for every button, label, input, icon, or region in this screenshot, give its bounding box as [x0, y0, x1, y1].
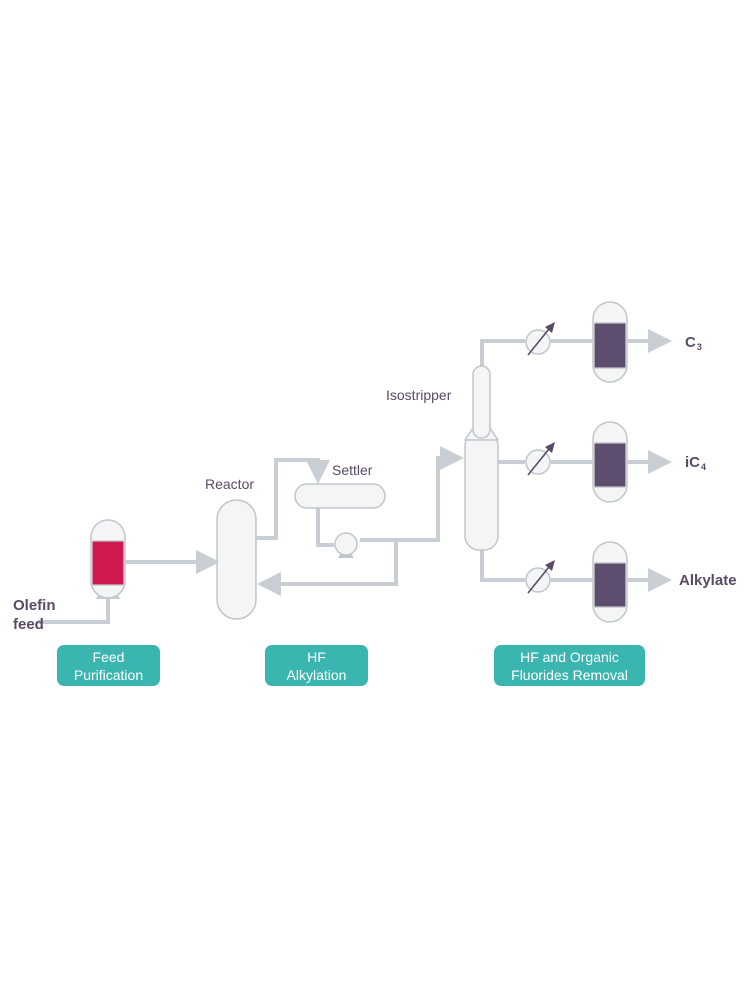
reactor-label: Reactor: [205, 476, 255, 492]
product-c3-subscript: 3: [696, 342, 702, 352]
settler-vessel: [294, 483, 386, 509]
isostripper-label: Isostripper: [386, 387, 452, 403]
olefin-feed-line-2: feed: [13, 616, 44, 633]
settler-label: Settler: [332, 462, 373, 478]
section-hf-alkylation-line-2: Alkylation: [286, 666, 347, 683]
section-hf-organic-fluorides-removal-line-1: HF and Organic: [520, 648, 619, 665]
settler-to-pump-line: [316, 508, 334, 547]
section-hf-organic-fluorides-removal: HF and Organic Fluorides Removal: [494, 645, 645, 686]
product-c3-main: C: [685, 334, 696, 351]
isostripper-column: [464, 365, 499, 551]
pump-discharge-line: [360, 446, 464, 542]
product-alkylate-label: Alkylate: [679, 571, 737, 590]
acid-recycle-line: [257, 540, 398, 596]
section-hf-alkylation: HF Alkylation: [265, 645, 368, 686]
heat-exchanger-alkylate: [525, 560, 555, 594]
section-feed-purification-line-1: Feed: [92, 648, 125, 665]
feed-purification-vessel: [90, 519, 126, 599]
product-alkylate-main: Alkylate: [679, 572, 737, 589]
product-ic4-label: iC4: [685, 453, 706, 477]
product-ic4-main: iC: [685, 454, 700, 471]
pump: [334, 532, 358, 558]
alkylate-treater-vessel: [592, 541, 628, 623]
reactor-vessel: [216, 499, 257, 620]
ic4-treater-vessel: [592, 421, 628, 503]
isostripper-bottoms-line: [480, 548, 525, 582]
section-hf-organic-fluorides-removal-line-2: Fluorides Removal: [511, 666, 628, 683]
olefin-feed-label: Olefin feed: [13, 596, 56, 634]
heat-exchanger-ic4: [525, 442, 555, 476]
olefin-feed-line-1: Olefin: [13, 597, 56, 614]
isostripper-overhead-line: [480, 339, 525, 366]
heat-exchanger-c3: [525, 322, 555, 356]
section-hf-alkylation-line-1: HF: [307, 648, 326, 665]
reactor-to-settler-line: [256, 458, 330, 540]
section-feed-purification-line-2: Purification: [73, 666, 144, 683]
section-feed-purification: Feed Purification: [57, 645, 160, 686]
product-c3-label: C3: [685, 333, 702, 357]
product-ic4-subscript: 4: [701, 462, 707, 472]
process-lines: [38, 329, 672, 624]
c3-treater-vessel: [592, 301, 628, 383]
